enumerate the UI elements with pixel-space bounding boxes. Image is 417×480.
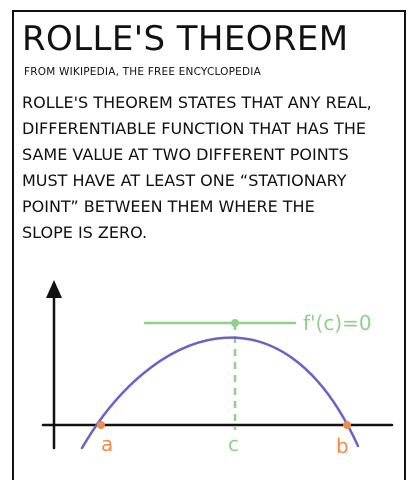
- point-b: [343, 421, 351, 429]
- article-body: ROLLE'S THEOREM STATES THAT ANY REAL, DI…: [22, 93, 372, 242]
- point-c-label: c: [228, 432, 239, 456]
- function-curve: [80, 336, 360, 450]
- page-title: ROLLE'S THEOREM: [22, 19, 349, 59]
- comic-panel: [12, 10, 406, 480]
- tangent-label: f'(c)=0: [303, 311, 372, 335]
- point-a: [97, 421, 105, 429]
- point-c: [231, 319, 239, 327]
- y-axis-arrow-icon: [46, 280, 62, 298]
- point-b-label: b: [336, 434, 349, 458]
- page-subtitle: FROM WIKIPEDIA, THE FREE ENCYCLOPEDIA: [24, 66, 261, 78]
- point-a-label: a: [101, 432, 113, 456]
